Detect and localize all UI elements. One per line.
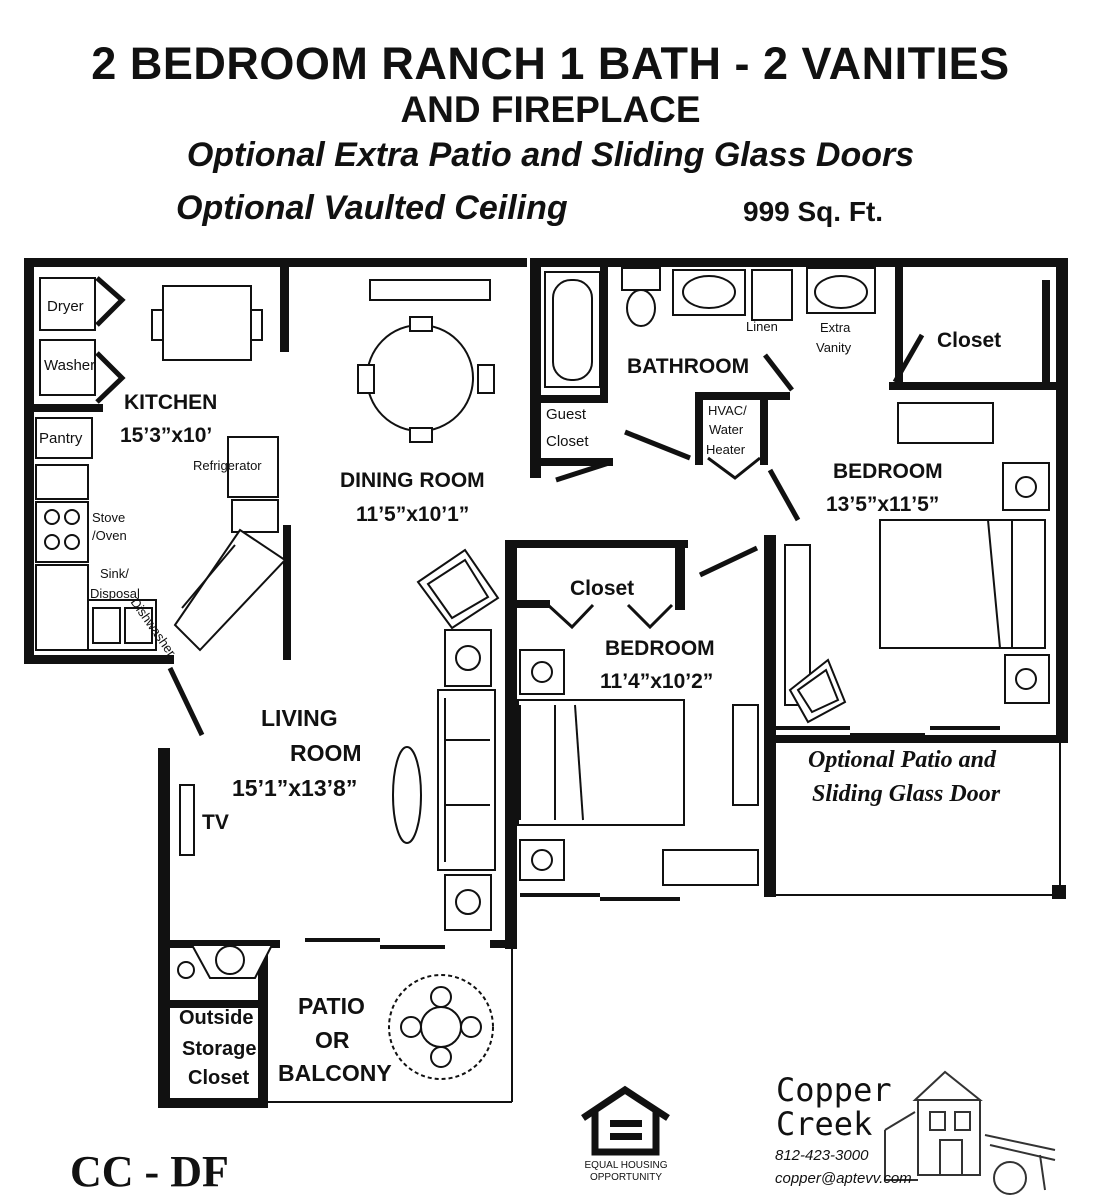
bathroom-label: BATHROOM [627,355,750,378]
bathroom-fixtures [544,267,876,388]
patio-line3: BALCONY [278,1060,392,1086]
hvac-label: HVAC/ [708,403,747,418]
equal-sign-icon [610,1120,642,1140]
brand-phone: 812-423-3000 [775,1147,869,1164]
plan-title: 2 BEDROOM RANCH 1 BATH - 2 VANITIES [91,38,1010,89]
tv-label: TV [202,811,229,834]
brand-name: Copper Creek [776,1071,892,1143]
master-bedroom-furniture [784,402,1050,724]
living-label-line1: LIVING [261,705,338,731]
swing-doors [95,276,925,737]
storage-line1: Outside [179,1007,254,1029]
living-dims: 15’1”x13’8” [232,775,358,801]
equal-housing-logo-icon [581,1085,670,1156]
second-bedroom-furniture [517,649,759,886]
linen-label: Linen [746,319,778,334]
master-closet-label: Closet [937,329,1002,352]
plan-code: CC - DF [70,1147,229,1196]
kitchen-name: KITCHEN [124,391,218,414]
optional-patio-line2: Sliding Glass Door [812,781,1001,807]
dryer-label: Dryer [47,298,84,315]
heater-label: Heater [706,442,746,457]
oven-label: /Oven [92,528,127,543]
patio-line2: OR [315,1027,350,1053]
master-bedroom-dims: 13’5”x11’5” [826,493,940,516]
patio-table [388,974,494,1080]
kitchen-fixtures [35,285,287,652]
fireplace [177,944,274,979]
brand-line2: Creek [776,1104,873,1143]
water-label: Water [709,422,744,437]
storage-line2: Storage [182,1038,257,1060]
disposal-label: Disposal [90,586,140,601]
equal-housing-text: EQUAL HOUSING OPPORTUNITY [584,1160,668,1183]
laundry-units [39,277,96,396]
sink-label: Sink/ [100,566,129,581]
square-footage: 999 Sq. Ft. [743,196,884,227]
brand-line1: Copper [776,1071,892,1109]
dining-name: DINING ROOM [340,469,485,492]
vanity-label: Vanity [816,340,852,355]
guest-closet-label: Closet [546,433,589,450]
living-label-line2: ROOM [290,740,362,766]
brand-email[interactable]: copper@aptevv.com [775,1170,912,1187]
option-patio-text: Optional Extra Patio and Sliding Glass D… [186,136,915,174]
dining-furniture [357,279,495,443]
kitchen-dims: 15’3”x10’ [120,424,213,447]
optional-patio-line1: Optional Patio and [808,747,997,773]
second-bedroom-dims: 11’4”x10’2” [600,670,714,693]
plan-subtitle: AND FIREPLACE [400,89,701,130]
stove-label: Stove [92,510,126,525]
patio-line1: PATIO [298,993,365,1019]
option-ceiling-text: Optional Vaulted Ceiling [176,189,568,227]
storage-line3: Closet [188,1067,250,1089]
patio-outline [268,740,1061,1103]
master-bedroom-name: BEDROOM [833,460,943,483]
sliding-doors [305,726,1000,949]
exterior-walls [24,258,1068,1108]
second-closet-label: Closet [570,577,635,600]
living-room-furniture [179,548,500,931]
extra-label: Extra [820,320,851,335]
washer-label: Washer [44,357,96,374]
pantry-label: Pantry [39,430,83,447]
dining-dims: 11’5”x10’1” [356,503,470,526]
refrigerator-label: Refrigerator [193,458,262,473]
second-bedroom-name: BEDROOM [605,637,715,660]
guest-label: Guest [546,406,587,423]
mill-logo-icon [884,1070,1056,1195]
